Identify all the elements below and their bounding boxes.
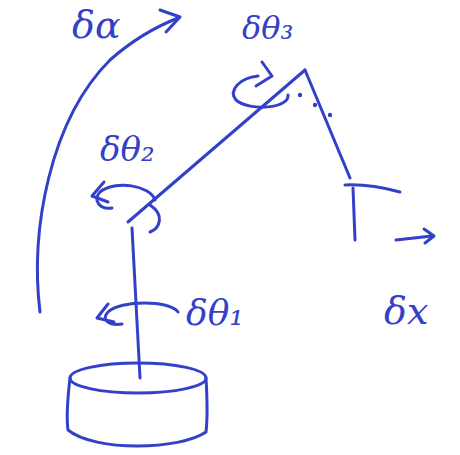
symbol-label: δθ₃ <box>242 12 293 44</box>
symbol-label: δθ₁ <box>186 295 244 331</box>
vector-arrow <box>396 236 432 240</box>
rotation-arrowhead-1 <box>97 304 114 322</box>
rotation-arc-1 <box>105 303 178 324</box>
joint-2-mark <box>150 205 159 232</box>
base-body <box>67 378 207 446</box>
gripper-finger <box>353 188 355 240</box>
rotation-arc-2 <box>97 185 155 208</box>
rotation-arc-3 <box>233 76 288 107</box>
alpha-arc <box>38 18 178 312</box>
symbol-label: δθ₂ <box>100 132 155 166</box>
vector-arrowhead <box>424 229 434 243</box>
symbol-label: δx <box>384 292 428 330</box>
link-3 <box>305 70 350 178</box>
ellipsis-dots <box>298 93 332 117</box>
symbol-label: δα <box>72 6 121 44</box>
rotation-arrowhead-2 <box>92 182 108 202</box>
rotation-arrowhead-3 <box>256 62 272 86</box>
alpha-arrowhead <box>160 10 180 32</box>
